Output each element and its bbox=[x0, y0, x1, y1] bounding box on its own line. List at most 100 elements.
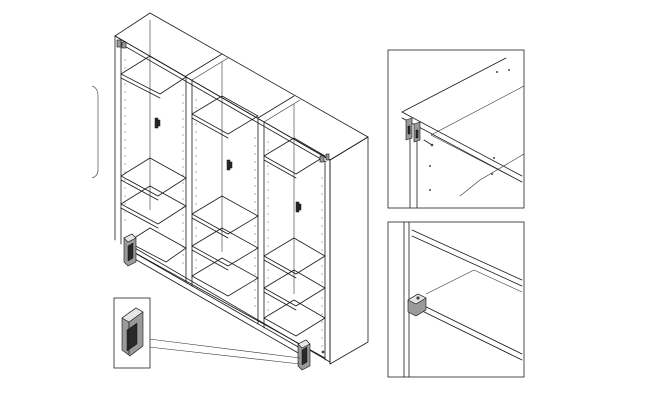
shelf-pin-hole bbox=[254, 185, 256, 187]
shelf-pin-hole bbox=[195, 227, 197, 229]
shelf-pin-hole bbox=[195, 267, 197, 269]
shelf-pin-hole bbox=[124, 59, 126, 61]
shelf-pin-hole bbox=[254, 241, 256, 243]
shelf-pin-hole bbox=[254, 225, 256, 227]
detail-top-front-edge bbox=[401, 111, 523, 177]
detail-inner-back bbox=[430, 85, 525, 136]
shelf-pin-hole bbox=[182, 110, 184, 112]
middle-shelf-top bbox=[191, 95, 259, 135]
shelf-pin-hole bbox=[254, 217, 256, 219]
shelf-pin-hole bbox=[182, 158, 184, 160]
shelf-pin-hole bbox=[182, 94, 184, 96]
left-shelf-top-front bbox=[120, 77, 161, 99]
left-shelf-low-front bbox=[120, 207, 159, 229]
shelf-pin-hole bbox=[267, 229, 269, 231]
shelf-pin-hole bbox=[195, 259, 197, 261]
rail-bracket-middle bbox=[226, 159, 233, 171]
shelf-pin-hole bbox=[321, 201, 323, 203]
detail-inner-shelf-front bbox=[430, 134, 523, 183]
shelf-pin-hole bbox=[195, 179, 197, 181]
corner-bracket-top-left bbox=[116, 39, 127, 49]
shelf-pin-hole bbox=[124, 83, 126, 85]
shelf-pin-hole bbox=[124, 115, 126, 117]
detail-b-floor-back bbox=[425, 269, 475, 295]
shelf-pin-hole bbox=[195, 163, 197, 165]
left-shelf-top bbox=[120, 55, 187, 95]
shelf-pin-hole bbox=[254, 161, 256, 163]
shelf-pin-holes bbox=[124, 59, 323, 347]
middle-shelf-low-front bbox=[191, 249, 229, 271]
shelf-pin-hole bbox=[124, 203, 126, 205]
shelf-pin-hole bbox=[321, 257, 323, 259]
shelf-pin-hole bbox=[267, 277, 269, 279]
right-shelf-low bbox=[263, 269, 326, 307]
shelf-pin-hole bbox=[195, 131, 197, 133]
top-divider-2-inner bbox=[263, 99, 301, 123]
screw-icon bbox=[321, 350, 325, 354]
shelf-pin-hole bbox=[182, 166, 184, 168]
shelf-pin-hole bbox=[321, 177, 323, 179]
shelf-pin-hole bbox=[124, 195, 126, 197]
right-base bbox=[263, 299, 326, 337]
detail-shelf-back bbox=[479, 153, 525, 181]
shelf-pin-hole bbox=[182, 254, 184, 256]
shelf-pin-hole bbox=[195, 139, 197, 141]
shelf-pin-hole bbox=[254, 177, 256, 179]
shelf-pin-hole bbox=[182, 142, 184, 144]
shelf-pin-hole bbox=[195, 219, 197, 221]
shelf-pin-hole bbox=[267, 165, 269, 167]
base-rail-bottom bbox=[132, 257, 301, 355]
right-shelf-top-front bbox=[263, 159, 297, 179]
cabinet-top-panel bbox=[114, 12, 369, 161]
shelf-pin-hole bbox=[195, 187, 197, 189]
shelf-pin-hole bbox=[195, 251, 197, 253]
shelf-pin-hole bbox=[195, 155, 197, 157]
shelf-pin-hole bbox=[195, 195, 197, 197]
shelf-pin-hole bbox=[254, 249, 256, 251]
shelf-pin-hole bbox=[267, 245, 269, 247]
shelf-pin-hole bbox=[195, 203, 197, 205]
shelf-pin-hole bbox=[254, 281, 256, 283]
top-divider-1-inner bbox=[191, 57, 229, 81]
shelf-pin-hole bbox=[195, 243, 197, 245]
shelf-pin-hole bbox=[321, 265, 323, 267]
leader-line-top bbox=[148, 338, 301, 359]
leg-left bbox=[123, 233, 137, 267]
left-shelf-low bbox=[120, 185, 187, 225]
shelf-pin-hole bbox=[321, 209, 323, 211]
shelf-pin-hole bbox=[267, 237, 269, 239]
shelf-pin-hole bbox=[182, 190, 184, 192]
shelf-pin-hole bbox=[267, 149, 269, 151]
shelf-pin-hole bbox=[195, 171, 197, 173]
shelf-pin-hole bbox=[254, 153, 256, 155]
shelf-pin-hole bbox=[182, 222, 184, 224]
shelf-pin-hole bbox=[124, 67, 126, 69]
shelf-pin-hole bbox=[267, 221, 269, 223]
detail-b-base-front bbox=[411, 299, 523, 355]
shelf-pin-hole bbox=[321, 249, 323, 251]
shelf-pin-hole bbox=[254, 169, 256, 171]
shelf-pin-hole bbox=[182, 134, 184, 136]
shelf-pin-hole bbox=[182, 150, 184, 152]
middle-base bbox=[191, 257, 259, 297]
shelf-pin-hole bbox=[195, 99, 197, 101]
shelf-pin-hole bbox=[182, 102, 184, 104]
shelf-pin-hole bbox=[321, 313, 323, 315]
leg-right bbox=[297, 339, 311, 371]
corner-bracket-top-right bbox=[319, 153, 330, 163]
shelf-pin-hole bbox=[124, 179, 126, 181]
detail-b-floor-side bbox=[473, 269, 523, 293]
shelf-pin-hole bbox=[267, 205, 269, 207]
shelf-pin-hole bbox=[124, 147, 126, 149]
right-shelf-mid bbox=[263, 237, 326, 275]
shelf-pin-hole bbox=[182, 198, 184, 200]
top-divider-2 bbox=[257, 95, 295, 119]
bottom-corner-detail-panel bbox=[387, 221, 525, 378]
corner-bracket-icon bbox=[405, 117, 421, 143]
front-bottom-inner-edge bbox=[127, 248, 326, 359]
shelf-pin-hole bbox=[182, 238, 184, 240]
shelf-pin-hole bbox=[267, 285, 269, 287]
shelf-pin-hole bbox=[267, 293, 269, 295]
shelf-pin-hole bbox=[182, 182, 184, 184]
